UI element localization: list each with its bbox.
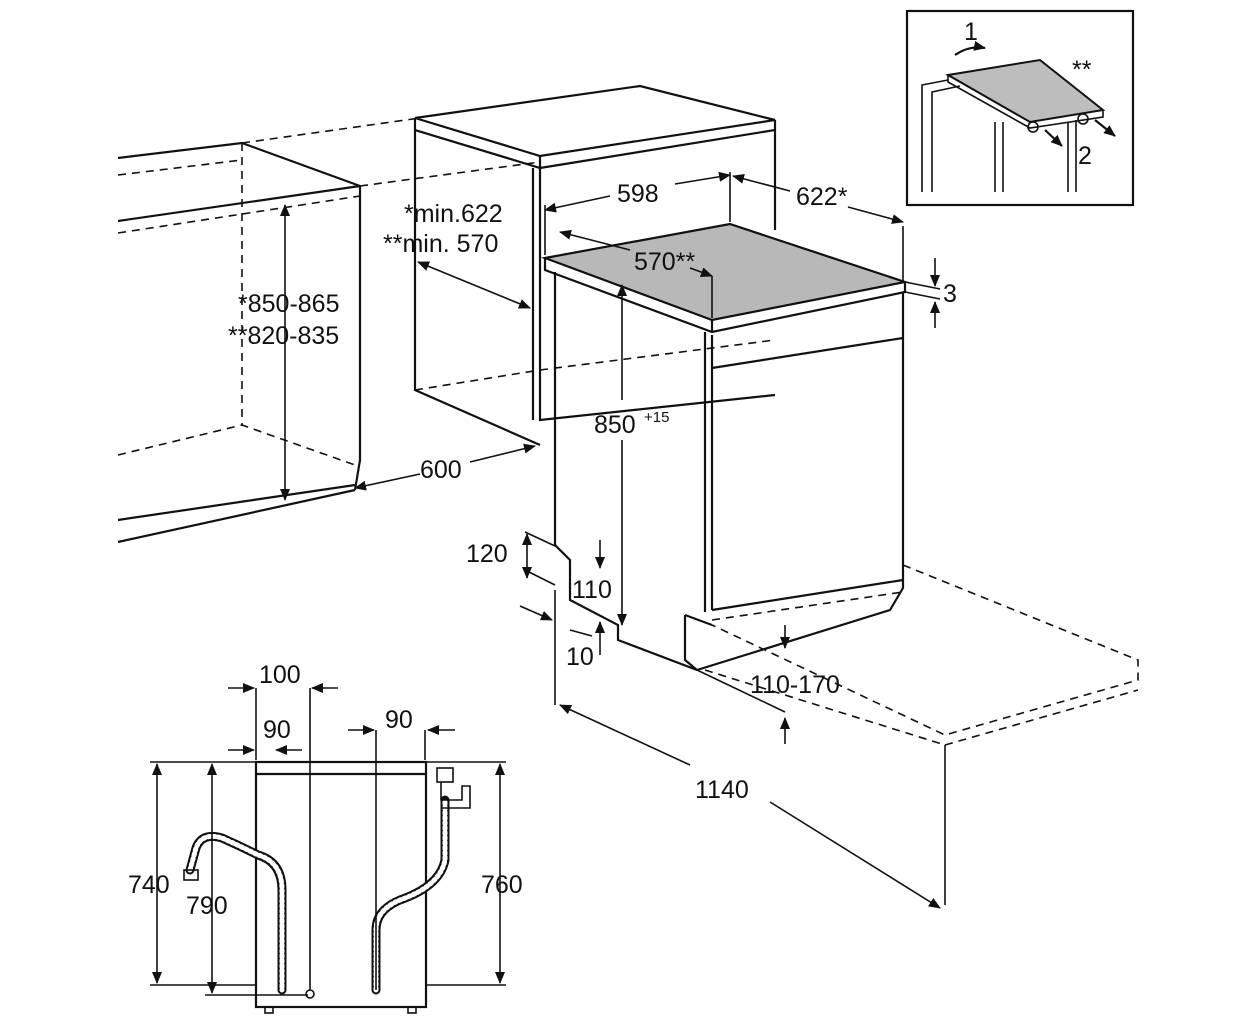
back-90-left-label: 90 [263,716,291,744]
depth-dimension-a: 622* [732,173,904,282]
back-760-label: 760 [481,871,523,899]
top-thickness-dimension: 3 [904,258,957,328]
back-790-label: 790 [186,892,228,920]
niche-min-label-a: *min.622 [404,200,503,228]
niche-min-label-b: **min. 570 [383,230,498,258]
back-740-label: 740 [128,871,170,899]
step1-arrow [954,40,986,56]
back-view [183,688,471,1014]
back-790-dimension: 790 [186,763,308,996]
worktop [540,222,910,322]
plinth-120-dimension: 120 [466,531,556,586]
back-90-right-label: 90 [385,706,413,734]
plinth-110-label: 110 [572,576,612,604]
worktop-removal-inset: 1 2 ** [905,9,1135,207]
back-90-right-dimension: 90 [348,706,455,735]
inset-frame [905,9,1135,207]
depth-dimension-b: 570** [559,229,713,318]
cabinet-height-label-b: **820-835 [228,322,339,350]
depth-label-a: 622* [796,183,848,211]
plinth-110-dimension: 110 [572,540,612,604]
plinth-10-dimension: 10 [519,590,605,705]
height-tolerance-label: +15 [644,409,669,426]
depth-label-b: 570** [634,248,695,276]
back-100-dimension: 100 [228,661,338,693]
plinth-10-label: 10 [566,643,594,671]
dishwasher-body [540,222,910,672]
floor-outline [704,564,1139,746]
cabinet-depth-dimension: 600 [354,443,536,491]
step2-arrow-right [1094,119,1116,137]
niche-box [413,84,777,447]
step2-arrow-left [1044,129,1063,147]
inset-step2-label: 2 [1078,142,1092,170]
cabinet-height-label-a: *850-865 [238,290,339,318]
left-cabinet [117,117,541,544]
height-main-label: 850 [594,411,636,439]
cabinet-depth-label: 600 [420,456,462,484]
feet-adjust-dimension: 110-170 [696,625,840,744]
door-open-dimension: 1140 [559,704,946,909]
feet-adjust-label: 110-170 [750,671,840,699]
inset-step1-label: 1 [964,18,978,46]
top-thickness-label: 3 [943,280,957,308]
width-label: 598 [617,180,659,208]
back-90-left-dimension: 90 [228,716,302,755]
plinth-120-label: 120 [466,540,508,568]
door-open-label: 1140 [695,776,749,804]
back-760-dimension: 760 [426,761,523,986]
width-dimension: 598 [544,171,731,255]
niche-depth-dimension: *min.622 **min. 570 [383,200,531,309]
inset-mark-label: ** [1072,56,1092,84]
cabinet-height-dimension: *850-865 **820-835 [228,204,339,501]
back-100-label: 100 [259,661,301,689]
back-740-dimension: 740 [128,761,256,986]
height-dimension: 850 +15 [594,284,669,626]
